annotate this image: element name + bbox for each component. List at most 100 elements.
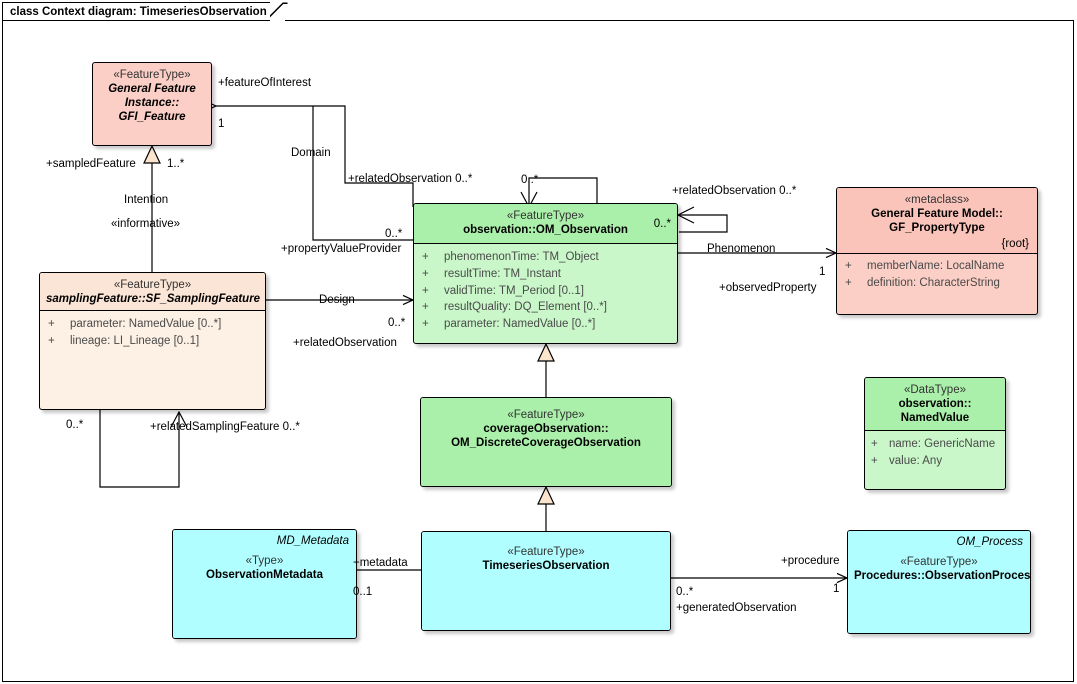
attribute-row: + resultQuality: DQ_Element [0..*] [422, 299, 673, 316]
label-feature-of-interest: +featureOfInterest [218, 77, 312, 89]
label-procedure-multiplicity: 1 [833, 583, 840, 595]
gfi-feature-name-line3: GFI_Feature [118, 111, 186, 124]
attribute-text: phenomenonTime: TM_Object [444, 251, 599, 264]
observation-process-name: Procedures::ObservationProcess [854, 570, 1031, 583]
attribute-visibility: + [422, 317, 429, 330]
label-metadata-multiplicity: 0..1 [353, 586, 373, 598]
class-observation-process[interactable]: OM_Process «FeatureType» Procedures::Obs… [847, 530, 1031, 634]
class-om-discrete-coverage-observation[interactable]: «FeatureType» coverageObservation:: OM_D… [420, 397, 672, 487]
label-informative: «informative» [111, 218, 181, 230]
attribute-visibility: + [48, 334, 55, 347]
class-gf-propertytype[interactable]: «metaclass» General Feature Model:: GF_P… [836, 187, 1038, 315]
title-tab-slant [266, 2, 288, 21]
label-phenomenon: Phenomenon [707, 243, 776, 255]
divider [414, 243, 677, 245]
attribute-visibility: + [871, 454, 878, 467]
divider [865, 430, 1005, 432]
attribute-row: + resultTime: TM_Instant [422, 266, 673, 283]
coverage-observation-name-line1: coverageObservation:: [483, 423, 609, 436]
named-value-stereotype: «DataType» [903, 384, 966, 396]
frame-top-edge-right [285, 20, 1074, 21]
diagram-frame [2, 20, 1074, 682]
class-timeseries-observation[interactable]: «FeatureType» TimeseriesObservation [421, 531, 671, 631]
divider [837, 253, 1037, 255]
attribute-text: memberName: LocalName [867, 260, 1005, 273]
sf-sampling-feature-stereotype: «FeatureType» [113, 279, 192, 291]
named-value-name-line1: observation:: [898, 398, 972, 411]
label-sf-loop-multiplicity: 0..* [66, 419, 84, 431]
om-observation-name: observation::OM_Observation [463, 224, 628, 237]
class-sf-sampling-feature[interactable]: «FeatureType» samplingFeature::SF_Sampli… [39, 272, 266, 410]
named-value-name-line2: NamedValue [900, 412, 970, 425]
label-property-value-provider-multiplicity: 0..* [385, 228, 403, 240]
observation-metadata-topright: MD_Metadata [276, 535, 349, 547]
observation-metadata-name: ObservationMetadata [206, 569, 323, 582]
attribute-row: + lineage: LI_Lineage [0..1] [48, 333, 261, 350]
attribute-visibility: + [845, 260, 852, 273]
attribute-row: + value: Any [871, 453, 1001, 470]
attribute-text: lineage: LI_Lineage [0..1] [70, 334, 200, 347]
attribute-text: definition: CharacterString [867, 276, 1000, 289]
observation-process-topright: OM_Process [956, 536, 1023, 548]
attribute-row: +parameter: NamedValue [0..*] [48, 316, 261, 333]
label-design: Design [319, 294, 355, 306]
class-om-observation[interactable]: «FeatureType» observation::OM_Observatio… [413, 203, 678, 344]
label-related-sampling-feature: +relatedSamplingFeature 0..* [150, 421, 300, 433]
attribute-row: + memberName: LocalName [845, 258, 1033, 275]
gf-propertytype-constraint: {root} [1001, 238, 1030, 251]
attribute-visibility: + [422, 251, 429, 264]
observation-metadata-stereotype: «Type» [245, 555, 284, 567]
om-observation-corner-multiplicity: 0..* [653, 218, 671, 230]
diagram-title: class Context diagram: TimeseriesObserva… [10, 5, 267, 18]
label-intention: Intention [124, 194, 169, 206]
gfi-feature-stereotype: «FeatureType» [113, 69, 191, 81]
sf-sampling-feature-name: samplingFeature::SF_SamplingFeature [46, 293, 261, 306]
attribute-visibility: + [845, 276, 852, 289]
attribute-text: parameter: NamedValue [0..*] [70, 318, 222, 331]
label-metadata: +metadata [353, 557, 408, 569]
attribute-text: name: GenericName [889, 438, 996, 451]
label-observed-property-multiplicity: 1 [819, 266, 826, 278]
gf-propertytype-name-line2: GF_PropertyType [889, 222, 985, 235]
attribute-row: + phenomenonTime: TM_Object [422, 249, 673, 266]
attribute-text: resultTime: TM_Instant [444, 267, 561, 280]
attribute-visibility: + [422, 284, 429, 297]
label-domain: Domain [291, 147, 331, 159]
label-related-observation-design: +relatedObservation [293, 337, 397, 349]
label-related-observation-right: +relatedObservation 0..* [672, 185, 797, 197]
label-observed-property: +observedProperty [719, 282, 817, 294]
label-related-observation-top: +relatedObservation 0..* [348, 173, 473, 185]
attribute-text: value: Any [889, 454, 943, 467]
gf-propertytype-stereotype: «metaclass» [904, 194, 970, 206]
attribute-visibility: + [422, 301, 429, 314]
om-observation-stereotype: «FeatureType» [506, 210, 585, 222]
class-named-value[interactable]: «DataType» observation:: NamedValue + nam… [864, 377, 1006, 490]
label-property-value-provider: +propertyValueProvider [281, 243, 402, 255]
attribute-row: + validTime: TM_Period [0..1] [422, 283, 673, 300]
attribute-text: validTime: TM_Period [0..1] [444, 284, 584, 297]
timeseries-observation-stereotype: «FeatureType» [507, 546, 585, 558]
label-feature-of-interest-multiplicity: 1 [218, 118, 225, 130]
attribute-row: + definition: CharacterString [845, 275, 1033, 292]
attribute-visibility: + [871, 438, 878, 451]
observation-process-stereotype: «FeatureType» [900, 556, 978, 568]
attribute-text: parameter: NamedValue [0..*] [444, 317, 596, 330]
attribute-row: + name: GenericName [871, 436, 1001, 453]
coverage-observation-name-line2: OM_DiscreteCoverageObservation [451, 437, 641, 450]
attribute-text: resultQuality: DQ_Element [0..*] [444, 301, 607, 314]
attribute-row: + parameter: NamedValue [0..*] [422, 316, 673, 333]
gf-propertytype-name-line1: General Feature Model:: [871, 208, 1003, 221]
label-procedure: +procedure [781, 555, 840, 567]
attribute-visibility: + [422, 267, 429, 280]
gfi-feature-name-line1: General Feature [108, 83, 196, 96]
class-gfi-feature[interactable]: «FeatureType» General Feature Instance::… [92, 62, 212, 146]
divider [40, 310, 265, 312]
label-design-multiplicity: 0..* [388, 317, 406, 329]
diagram-title-tab: class Context diagram: TimeseriesObserva… [2, 2, 270, 21]
label-generated-observation: +generatedObservation [676, 602, 797, 614]
class-observation-metadata[interactable]: MD_Metadata «Type» ObservationMetadata [172, 529, 357, 639]
label-generated-observation-multiplicity: 0..* [676, 586, 694, 598]
timeseries-observation-name: TimeseriesObservation [482, 560, 610, 573]
label-sampled-feature-multiplicity: 1..* [167, 158, 185, 170]
